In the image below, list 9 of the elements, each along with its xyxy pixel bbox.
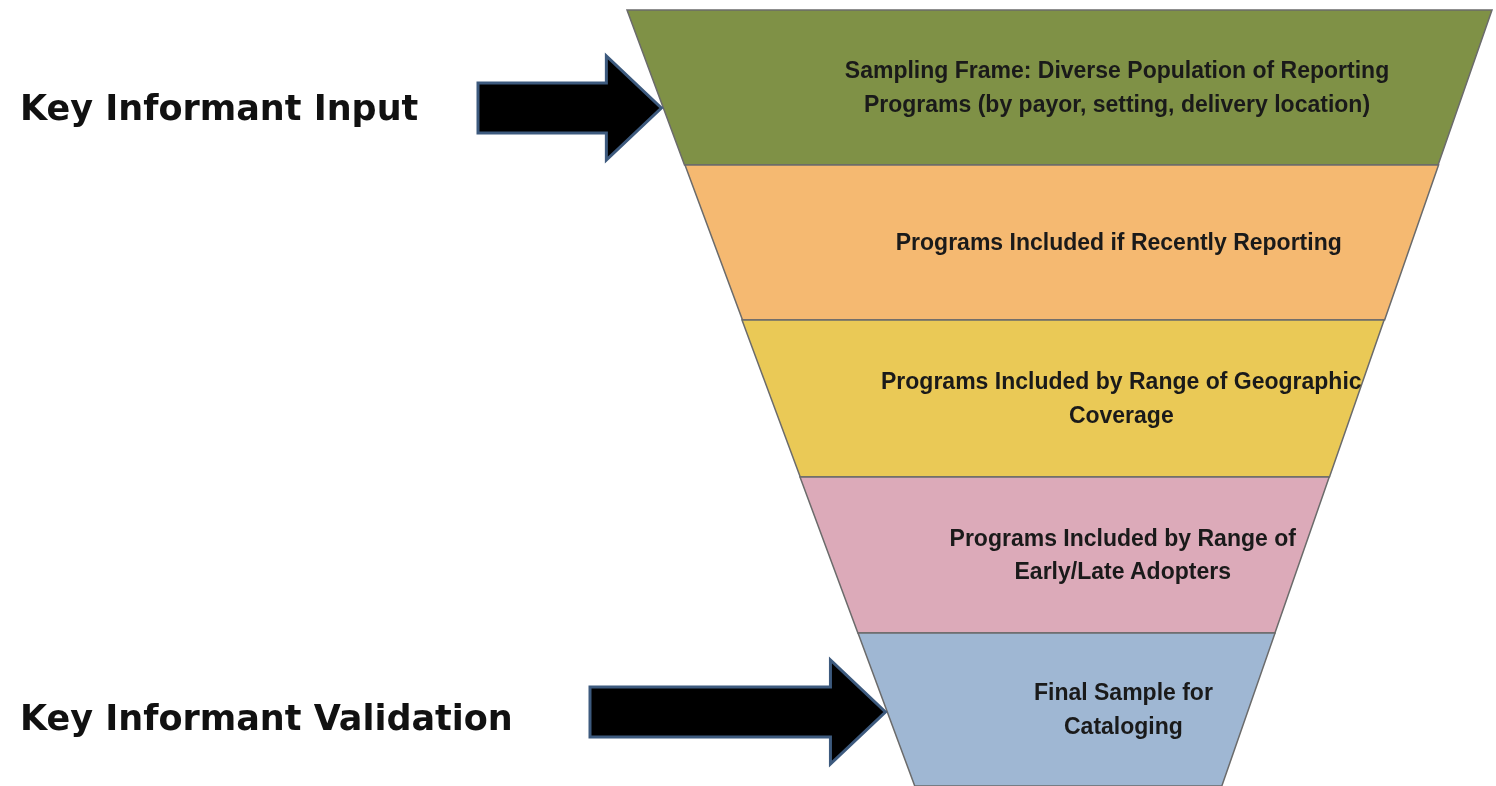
block-arrow <box>588 656 888 768</box>
band-label: Sampling Frame: Diverse Population of Reporting Programs (by payor, setting, delivery location) <box>843 56 1391 119</box>
side-label: Key Informant Input <box>20 87 419 129</box>
band-label: Programs Included if Recently Reporting <box>895 227 1342 257</box>
side-label: Key Informant Validation <box>20 697 513 739</box>
block-arrow <box>476 52 664 164</box>
band-label: Final Sample for Cataloging <box>1032 678 1214 741</box>
band-label: Programs Included by Range of Early/Late Adopters <box>948 523 1297 586</box>
band-label: Programs Included by Range of Geographic Coverage <box>880 367 1363 430</box>
